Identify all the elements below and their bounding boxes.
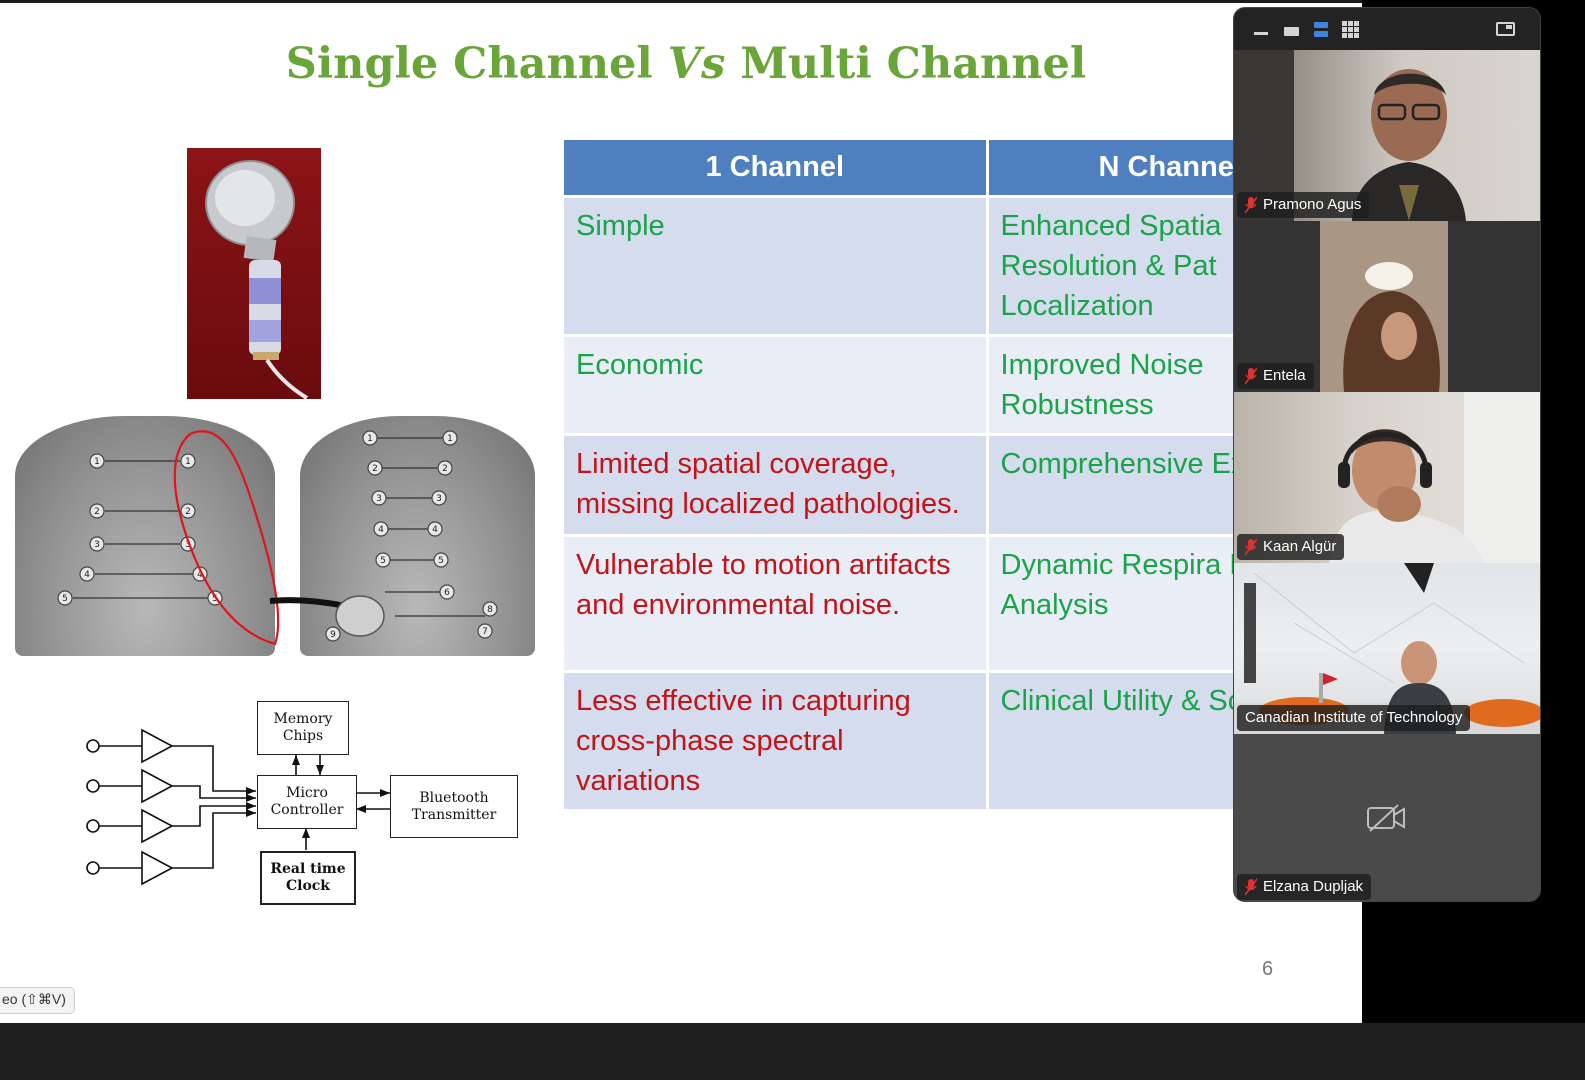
top-strip — [0, 0, 1362, 3]
stethoscope-tube — [269, 597, 346, 609]
auscultation-markers: 1 1 2 2 3 3 4 4 5 5 1 1 2 2 3 3 4 4 5 5 — [57, 430, 498, 646]
gallery-toolbar — [1234, 8, 1540, 50]
row3-col1: Limited spatial coverage, missing locali… — [564, 434, 989, 537]
row5-col1: Less effective in capturing cross-phase … — [564, 671, 989, 812]
back-marker-5b: 5 — [438, 556, 444, 566]
front-marker-2b: 2 — [185, 507, 191, 517]
front-marker-1b: 1 — [185, 457, 191, 467]
gallery-view-icon[interactable] — [1342, 21, 1359, 38]
real-time-clock-label: Real time Clock — [270, 861, 346, 894]
hand-with-stethoscope — [335, 595, 385, 637]
front-marker-1: 1 — [94, 457, 100, 467]
back-marker-3: 3 — [376, 494, 382, 504]
participant-name: Canadian Institute of Technology — [1245, 709, 1463, 726]
micro-controller-block: Micro Controller — [257, 775, 357, 829]
table-header-row: 1 Channel N Channe — [564, 140, 1362, 198]
participant-name-label: Kaan Algür — [1237, 534, 1345, 560]
front-marker-2: 2 — [94, 507, 100, 517]
front-marker-5: 5 — [62, 594, 68, 604]
front-marker-4: 4 — [84, 570, 90, 580]
back-marker-6: 6 — [444, 588, 450, 598]
back-marker-4b: 4 — [432, 525, 438, 535]
shared-slide: Single Channel Vs Multi Channel — [0, 3, 1362, 1023]
speaker-view-icon[interactable] — [1314, 22, 1328, 37]
bluetooth-transmitter-block: Bluetooth Transmitter — [390, 775, 518, 838]
mic-muted-icon — [1245, 538, 1257, 556]
back-marker-4: 4 — [378, 525, 384, 535]
table-row: Limited spatial coverage, missing locali… — [564, 434, 1362, 537]
participant-name: Kaan Algür — [1263, 538, 1337, 555]
highlight-annotation — [173, 430, 280, 646]
real-time-clock-block: Real time Clock — [260, 851, 356, 905]
micro-controller-label: Micro Controller — [270, 785, 344, 818]
back-marker-9: 9 — [330, 630, 336, 640]
participant-name-label: Canadian Institute of Technology — [1237, 705, 1471, 731]
participant-name-label: Entela — [1237, 363, 1314, 389]
row4-col1: Vulnerable to motion artifacts and envir… — [564, 535, 989, 673]
mic-muted-icon — [1245, 367, 1257, 385]
back-marker-2b: 2 — [442, 464, 448, 474]
front-marker-3: 3 — [94, 540, 100, 550]
back-marker-5: 5 — [380, 556, 386, 566]
shortcut-tooltip: eo (⇧⌘V) — [0, 987, 75, 1014]
bottom-bar — [0, 1023, 1585, 1080]
block-diagram: Memory Chips Micro Controller Bluetooth … — [80, 701, 530, 918]
mic-muted-icon — [1245, 878, 1257, 896]
video-tile-canadian-institute[interactable]: Canadian Institute of Technology — [1234, 563, 1540, 734]
back-marker-2: 2 — [372, 464, 378, 474]
title-part-1: Single Channel — [285, 39, 668, 89]
bluetooth-transmitter-label: Bluetooth Transmitter — [411, 789, 497, 823]
participant-gallery: Pramono Agus Entela — [1233, 7, 1541, 902]
participant-name-label: Elzana Dupljak — [1237, 874, 1372, 900]
memory-chips-label: Memory Chips — [273, 711, 333, 744]
slide-page-number: 6 — [1262, 958, 1274, 980]
video-tile-pramono-agus[interactable]: Pramono Agus — [1234, 50, 1540, 221]
participant-name: Elzana Dupljak — [1263, 878, 1364, 895]
video-off-icon — [1367, 804, 1405, 832]
stethoscope-photo — [187, 148, 321, 400]
minimize-icon[interactable] — [1254, 32, 1268, 35]
mic-muted-icon — [1245, 196, 1257, 214]
back-marker-7: 7 — [482, 627, 488, 637]
participant-name: Pramono Agus — [1263, 196, 1362, 213]
video-tile-elzana-dupljak[interactable]: Elzana Dupljak — [1234, 734, 1540, 901]
thumbnail-view-icon[interactable] — [1284, 27, 1299, 36]
participant-name: Entela — [1263, 367, 1306, 384]
slide-title: Single Channel Vs Multi Channel — [0, 39, 1362, 89]
memory-chips-block: Memory Chips — [257, 701, 349, 755]
title-vs: Vs — [667, 39, 726, 89]
row2-col1: Economic — [564, 335, 989, 436]
participant-name-label: Pramono Agus — [1237, 192, 1370, 218]
back-marker-3b: 3 — [436, 494, 442, 504]
front-marker-4b: 4 — [197, 570, 203, 580]
header-1-channel: 1 Channel — [564, 140, 989, 198]
back-marker-8: 8 — [487, 605, 493, 615]
video-tile-kaan-algur[interactable]: Kaan Algür — [1234, 392, 1540, 563]
title-part-2: Multi Channel — [725, 39, 1087, 89]
video-tile-entela[interactable]: Entela — [1234, 221, 1540, 392]
front-marker-5b: 5 — [212, 594, 218, 604]
restore-window-icon[interactable] — [1496, 22, 1515, 36]
back-marker-1: 1 — [367, 434, 373, 444]
back-marker-1b: 1 — [447, 434, 453, 444]
row1-col1: Simple — [564, 196, 989, 337]
front-marker-3b: 3 — [185, 540, 191, 550]
